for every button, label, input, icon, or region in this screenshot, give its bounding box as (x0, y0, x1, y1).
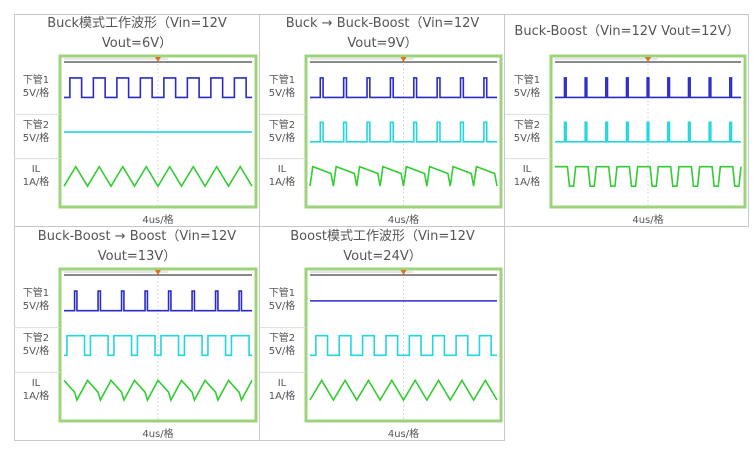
chart-title-line: Buck → Buck-Boost（Vin=12V (285, 16, 480, 31)
series-name: 下管1 (513, 75, 541, 87)
scope-screen (505, 54, 747, 209)
x-axis-label: 4us/格 (632, 215, 664, 226)
chart-title: Buck-Boost（Vin=12V Vout=12V） (505, 22, 749, 42)
trigger-marker (155, 270, 161, 275)
series-unit: 1A/格 (22, 177, 50, 189)
series-unit: 5V/格 (513, 132, 541, 144)
series-name: IL (31, 164, 41, 176)
series-unit: 1A/格 (22, 390, 50, 402)
series-name: 下管2 (268, 333, 296, 345)
chart-title: Buck模式工作波形（Vin=12V Vout=6V） (14, 14, 260, 54)
trigger-marker (400, 57, 407, 62)
scope-screen (260, 267, 503, 423)
series-name: 下管2 (268, 119, 296, 131)
series-name: 下管2 (22, 333, 50, 345)
chart-title-line: Vout=6V） (101, 36, 173, 51)
scope-screen (260, 54, 503, 209)
series-unit: 5V/格 (268, 88, 296, 100)
chart-title-line: Buck-Boost → Boost（Vin=12V (37, 229, 237, 244)
chart-title-line: Vout=24V） (343, 249, 422, 264)
x-axis-label: 4us/格 (387, 215, 420, 226)
series-name: IL (31, 377, 41, 389)
series-unit: 5V/格 (22, 88, 50, 100)
series-trace-3 (555, 165, 742, 187)
series-trace-1 (64, 77, 252, 99)
x-axis-label: 4us/格 (142, 429, 174, 440)
trigger-marker (155, 57, 161, 62)
series-unit: 5V/格 (268, 301, 296, 313)
series-unit: 1A/格 (268, 390, 296, 402)
x-axis-label: 4us/格 (142, 215, 174, 226)
series-unit: 5V/格 (513, 88, 541, 100)
series-name: 下管2 (513, 119, 541, 131)
chart-title-line: Buck模式工作波形（Vin=12V (47, 16, 227, 31)
series-name: 下管1 (268, 75, 296, 87)
series-unit: 5V/格 (22, 132, 50, 144)
series-name: IL (277, 377, 287, 389)
figure-grid (14, 14, 749, 441)
chart-title-line: Vout=13V） (97, 249, 177, 264)
series-unit: 5V/格 (268, 346, 296, 358)
series-unit: 1A/格 (513, 177, 541, 189)
series-trace-2 (310, 121, 497, 143)
scope-screen (14, 267, 258, 423)
chart-title: Buck-Boost → Boost（Vin=12V Vout=13V） (14, 227, 260, 267)
trigger-marker (400, 270, 407, 275)
series-name: 下管1 (22, 75, 50, 87)
series-name: 下管1 (268, 288, 296, 300)
series-trace-3 (63, 378, 253, 403)
series-name: 下管2 (22, 119, 50, 131)
x-axis-label: 4us/格 (387, 429, 420, 440)
series-unit: 5V/格 (22, 346, 50, 358)
series-name: IL (522, 164, 532, 176)
series-trace-1 (310, 77, 497, 99)
series-unit: 1A/格 (268, 177, 296, 189)
series-unit: 5V/格 (268, 132, 296, 144)
series-unit: 5V/格 (22, 301, 50, 313)
series-trace-3 (63, 165, 253, 188)
series-trace-1 (64, 290, 252, 312)
series-trace-1 (555, 77, 741, 99)
series-trace-3 (309, 165, 498, 187)
scope-screen (14, 54, 258, 209)
trigger-marker (645, 57, 651, 62)
chart-title: Buck → Buck-Boost（Vin=12V Vout=9V） (260, 14, 505, 54)
series-name: 下管1 (22, 288, 50, 300)
series-trace-2 (310, 334, 497, 357)
chart-title-line: Vout=9V） (347, 36, 418, 51)
series-trace-2 (555, 121, 741, 143)
chart-title: Boost模式工作波形（Vin=12V Vout=24V） (260, 227, 505, 267)
series-trace-2 (64, 334, 252, 357)
chart-title-line: Buck-Boost（Vin=12V Vout=12V） (514, 24, 740, 39)
chart-title-line: Boost模式工作波形（Vin=12V (290, 229, 475, 244)
series-trace-3 (309, 378, 498, 402)
series-name: IL (277, 164, 287, 176)
